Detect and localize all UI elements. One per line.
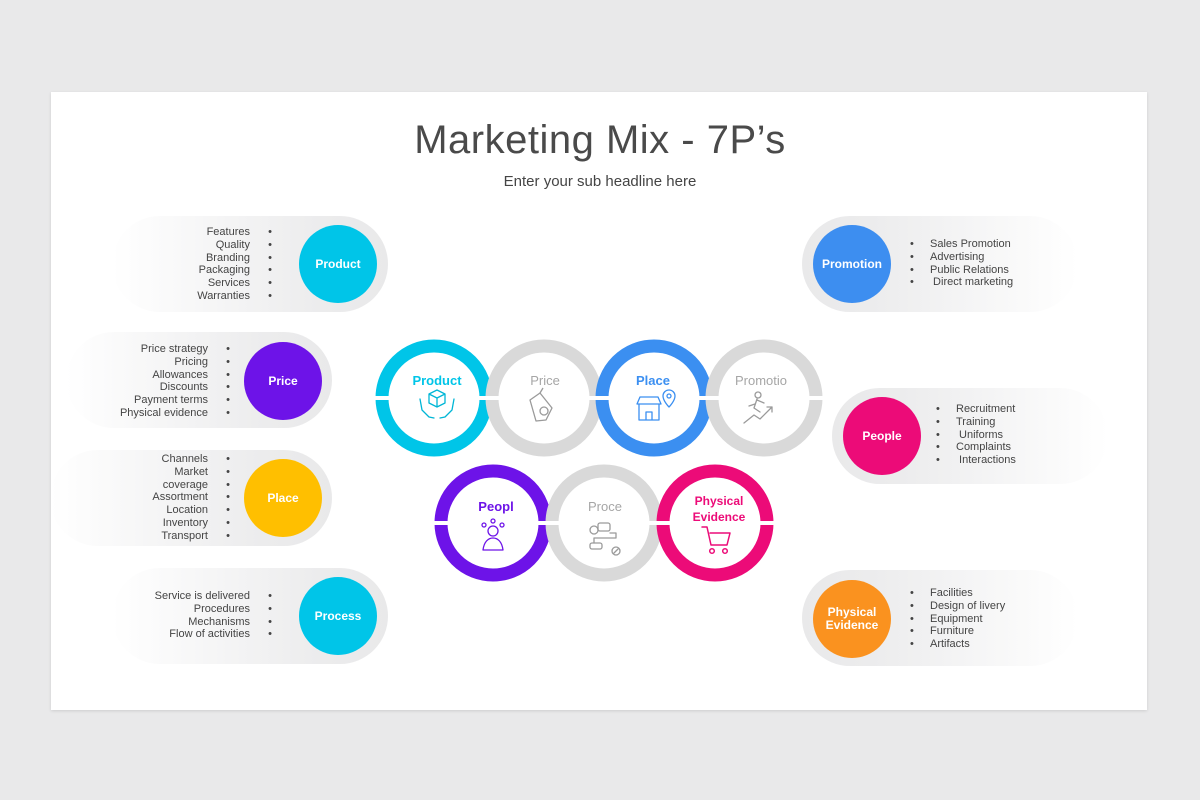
place-badge: Place bbox=[244, 459, 322, 537]
list-item: Public Relations bbox=[910, 264, 1070, 277]
list-item: Inventory bbox=[66, 517, 230, 530]
ring-people-label: Peopl bbox=[478, 499, 513, 514]
process-items: Service is deliveredProceduresMechanisms… bbox=[112, 590, 272, 641]
list-item: Artifacts bbox=[910, 638, 1070, 651]
list-item: Price strategy bbox=[66, 343, 230, 356]
price-items: Price strategyPricingAllowancesDiscounts… bbox=[66, 343, 230, 420]
list-item: Service is delivered bbox=[112, 590, 272, 603]
price-badge: Price bbox=[244, 342, 322, 420]
list-item: Location bbox=[66, 504, 230, 517]
people-items: RecruitmentTraining UniformsComplaints I… bbox=[936, 403, 1096, 467]
list-item: Allowances bbox=[66, 369, 230, 382]
promotion-badge: Promotion bbox=[813, 225, 891, 303]
list-item: Branding bbox=[112, 252, 272, 265]
physical-evidence-badge-line2: Evidence bbox=[825, 618, 879, 632]
list-item: Advertising bbox=[910, 251, 1070, 264]
ring-product-label: Product bbox=[412, 373, 462, 388]
list-item: Assortment bbox=[66, 491, 230, 504]
list-item: Interactions bbox=[936, 454, 1096, 467]
list-item: Payment terms bbox=[66, 394, 230, 407]
list-item: Uniforms bbox=[936, 429, 1096, 442]
list-item: Physical evidence bbox=[66, 407, 230, 420]
list-item: Flow of activities bbox=[112, 628, 272, 641]
list-item: Quality bbox=[112, 239, 272, 252]
list-item: Direct marketing bbox=[910, 276, 1070, 289]
list-item: Design of livery bbox=[910, 600, 1070, 613]
list-item: Transport bbox=[66, 530, 230, 543]
list-item: Features bbox=[112, 226, 272, 239]
product-items: FeaturesQualityBrandingPackagingServices… bbox=[112, 226, 272, 303]
price-tag-icon bbox=[529, 387, 553, 422]
page-title: Marketing Mix - 7P’s bbox=[414, 118, 786, 162]
ring-price-label: Price bbox=[530, 373, 560, 388]
physical-evidence-badge-line1: Physical bbox=[827, 605, 877, 619]
list-item: Training bbox=[936, 416, 1096, 429]
place-items: ChannelsMarketcoverageAssortmentLocation… bbox=[66, 453, 230, 543]
process-badge: Process bbox=[299, 577, 377, 655]
people-badge-label: People bbox=[862, 428, 902, 443]
ring-place-label: Place bbox=[636, 373, 670, 388]
person-network-icon bbox=[481, 518, 505, 551]
product-badge: Product bbox=[299, 225, 377, 303]
list-item: Warranties bbox=[112, 290, 272, 303]
ring-physical-evidence-label-line1: Physical bbox=[695, 494, 744, 508]
shopping-cart-icon bbox=[701, 526, 731, 555]
product-badge-label: Product bbox=[315, 256, 361, 271]
promotion-badge-label: Promotion bbox=[822, 256, 882, 271]
list-item: Equipment bbox=[910, 613, 1070, 626]
list-item: Recruitment bbox=[936, 403, 1096, 416]
hands-box-icon bbox=[419, 389, 455, 419]
list-item: Facilities bbox=[910, 587, 1070, 600]
promotion-items: Sales PromotionAdvertisingPublic Relatio… bbox=[910, 238, 1070, 289]
ring-process-label: Proce bbox=[588, 499, 622, 514]
list-item: Complaints bbox=[936, 441, 1096, 454]
growth-runner-icon bbox=[743, 391, 773, 424]
place-badge-label: Place bbox=[267, 490, 299, 505]
physical-evidence-items: FacilitiesDesign of liveryEquipmentFurni… bbox=[910, 587, 1070, 651]
list-item: Furniture bbox=[910, 625, 1070, 638]
list-item: Pricing bbox=[66, 356, 230, 369]
ring-physical-evidence-label-line2: Evidence bbox=[693, 510, 746, 524]
list-item: Procedures bbox=[112, 603, 272, 616]
process-badge-label: Process bbox=[314, 608, 362, 623]
list-item: Services bbox=[112, 277, 272, 290]
list-item: Sales Promotion bbox=[910, 238, 1070, 251]
list-item: Packaging bbox=[112, 264, 272, 277]
price-badge-label: Price bbox=[268, 373, 298, 388]
ring-row-divider-top bbox=[370, 396, 830, 400]
people-badge: People bbox=[843, 397, 921, 475]
ring-promotion-label: Promotio bbox=[735, 373, 787, 388]
list-item: Discounts bbox=[66, 381, 230, 394]
store-location-icon bbox=[636, 389, 676, 421]
list-item: coverage bbox=[66, 479, 230, 492]
physical-evidence-badge: Physical Evidence bbox=[813, 580, 891, 658]
list-item: Mechanisms bbox=[112, 616, 272, 629]
list-item: Channels bbox=[66, 453, 230, 466]
list-item: Market bbox=[66, 466, 230, 479]
process-flow-icon bbox=[589, 522, 621, 556]
page-subtitle: Enter your sub headline here bbox=[503, 173, 697, 190]
